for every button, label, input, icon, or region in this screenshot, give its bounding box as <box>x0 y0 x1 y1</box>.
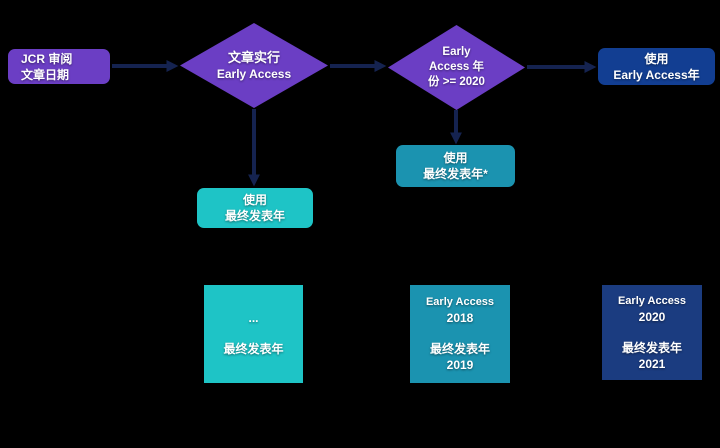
example-1-line2: ... <box>248 311 259 325</box>
example-1-line3: 最终发表年 <box>223 342 284 356</box>
example-3-bottom-block: 最终发表年 2021 <box>622 340 682 372</box>
example-3-top-block: Early Access 2020 <box>618 294 686 325</box>
result-early-access-line2: Early Access年 <box>613 67 700 82</box>
result-use-final-publication-year-note: 使用 最终发表年* <box>396 145 515 187</box>
example-3-line4: 2021 <box>638 356 666 371</box>
start-node-line1: JCR 审阅 <box>21 51 73 66</box>
result-use-final-publication-year: 使用 最终发表年 <box>197 188 313 228</box>
decision-early-access-line1: 文章实行 <box>227 50 280 65</box>
result-use-early-access-year: 使用 Early Access年 <box>598 48 715 85</box>
example-ellipsis-final-year: ... 最终发表年 <box>204 285 303 383</box>
example-2-line2: 2018 <box>446 311 474 325</box>
decision-year-line3: 份 >= 2020 <box>428 76 485 88</box>
decision-early-access-line2: Early Access <box>216 67 292 81</box>
example-3-line2: 2020 <box>638 309 666 324</box>
example-2-line1: Early Access <box>425 296 495 308</box>
example-2-line3: 最终发表年 <box>429 342 490 356</box>
example-ea2018-final2019: Early Access 2018 最终发表年 2019 <box>410 285 510 383</box>
example-1-bottom-block: 最终发表年 <box>223 341 283 373</box>
example-2-top-block: Early Access 2018 <box>426 295 494 326</box>
result-final-year-line2: 最终发表年 <box>224 209 285 223</box>
example-2-bottom-block: 最终发表年 2019 <box>430 341 490 373</box>
decision-early-access: 文章实行 Early Access <box>180 23 328 108</box>
decision-year-line1: Early <box>442 46 471 58</box>
result-final-year-line1: 使用 <box>242 193 267 207</box>
result-final-year-note-line1: 使用 <box>443 151 468 165</box>
decision-year-line2: Access 年 <box>429 61 484 73</box>
example-3-line1: Early Access <box>617 294 687 307</box>
start-node-jcr-review-date: JCR 审阅 文章日期 <box>8 49 110 84</box>
example-2-line4: 2019 <box>446 358 474 372</box>
example-3-line3: 最终发表年 <box>621 340 682 355</box>
example-ea2020-final2021: Early Access 2020 最终发表年 2021 <box>602 285 702 380</box>
result-final-year-note-line2: 最终发表年* <box>423 167 488 181</box>
decision-early-access-year-2020: Early Access 年 份 >= 2020 <box>388 25 525 110</box>
start-node-line2: 文章日期 <box>21 67 70 82</box>
result-early-access-line1: 使用 <box>644 51 669 66</box>
example-1-top-block: ... <box>248 295 258 326</box>
